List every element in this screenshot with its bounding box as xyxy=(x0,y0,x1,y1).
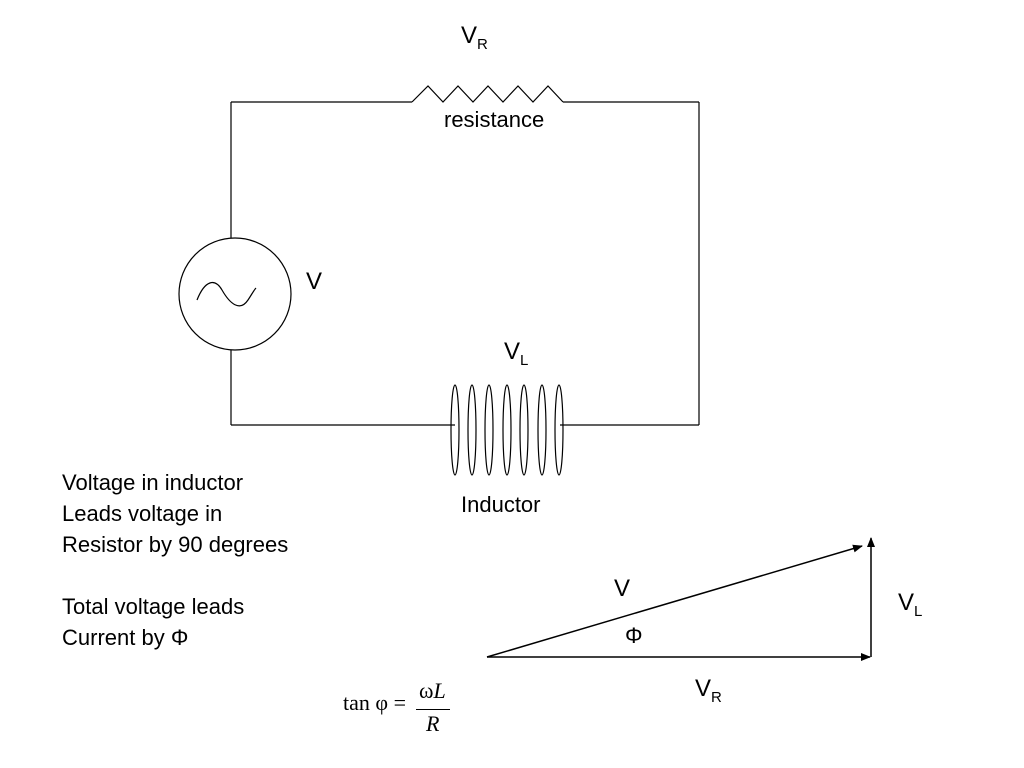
inductor-label: Inductor xyxy=(461,492,541,517)
note-line: Voltage in inductor xyxy=(62,470,244,495)
formula-numerator: ωL xyxy=(419,678,446,703)
resistor-voltage-label: VR xyxy=(461,22,488,53)
formula-fraction-bar xyxy=(416,709,450,710)
source-voltage-label: V xyxy=(306,268,323,295)
note-line: Current by Φ xyxy=(62,625,189,650)
phasor-resistor-label: VR xyxy=(695,675,722,706)
ac-source-circle xyxy=(178,237,292,351)
formula-denominator: R xyxy=(426,711,440,736)
phasor-total-label: V xyxy=(614,575,631,602)
explanation-notes: Voltage in inductor Leads voltage in Res… xyxy=(62,467,288,653)
phasor-total-vector xyxy=(486,544,863,658)
inductor-voltage-label: VL xyxy=(504,338,529,369)
phasor-inductor-label: VL xyxy=(898,589,923,620)
resistor-label: resistance xyxy=(444,107,545,132)
note-line: Total voltage leads xyxy=(62,594,245,619)
inductor-coil xyxy=(450,384,564,476)
note-line: Resistor by 90 degrees xyxy=(62,532,289,557)
resistor-zigzag xyxy=(411,85,564,103)
note-line xyxy=(62,560,288,591)
formula-lhs: tan φ = xyxy=(343,690,406,715)
note-line: Leads voltage in xyxy=(62,501,223,526)
ac-sine-wave xyxy=(196,282,257,307)
phasor-angle-label: Φ xyxy=(625,623,643,648)
